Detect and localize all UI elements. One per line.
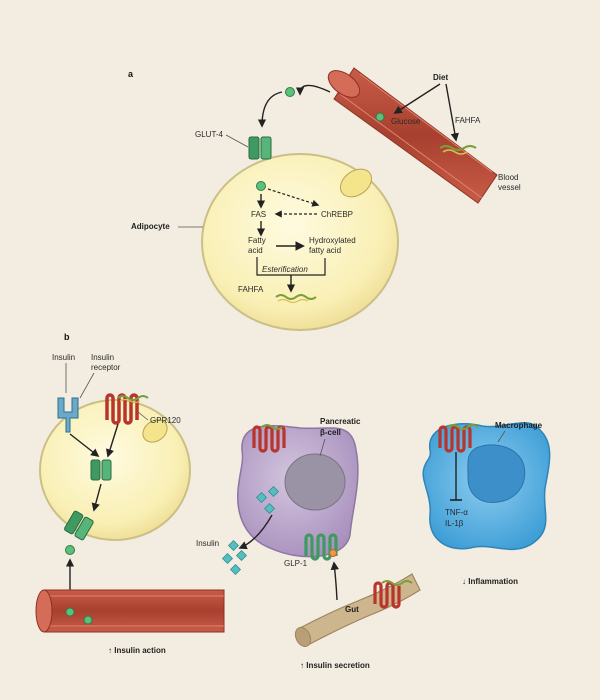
- insulin-secreted-label: Insulin: [196, 539, 219, 548]
- gpr120-label: GPR120: [150, 416, 181, 425]
- gut-to-glp1-arrow: [330, 561, 339, 601]
- fahfa-squiggle-adipocyte: [275, 294, 317, 300]
- fas-label: FAS: [251, 210, 266, 219]
- chrebp-label: ChREBP: [321, 210, 353, 219]
- gut-label: Gut: [345, 605, 359, 614]
- adipocyte-cell-b: [39, 399, 191, 541]
- glucose-molecule-outside: [285, 87, 295, 97]
- fahfa-label: FAHFA: [238, 285, 264, 294]
- acid-label: acid: [248, 246, 263, 255]
- esterification-label: Esterification: [262, 265, 308, 274]
- glut4-transporter-b: [64, 510, 94, 541]
- insulin-secretion-label: ↑ Insulin secretion: [300, 661, 370, 670]
- il1b-label: IL-1β: [445, 519, 464, 528]
- insulin-label: Insulin: [52, 353, 75, 362]
- inflammation-label: ↓ Inflammation: [462, 577, 518, 586]
- blood-vessel-b: [35, 589, 225, 633]
- glucose-to-chrebp-arrow: [267, 188, 320, 207]
- glucose-to-glut4-arrow: [257, 91, 283, 128]
- diet-to-fahfa-arrow: [445, 83, 459, 142]
- adipocyte-cell-a: [201, 153, 399, 331]
- hydroxylated-label: Hydroxylated: [309, 236, 356, 245]
- glucose-molecule-vessel: [375, 112, 385, 122]
- panel-b-letter: b: [64, 332, 70, 342]
- glut4-transporter-a: [248, 136, 272, 160]
- gut-tube: [294, 573, 421, 648]
- blood-label: Blood: [498, 173, 518, 182]
- insulin-receptor-label-1: Insulin: [91, 353, 114, 362]
- glucose-molecule-inside: [256, 181, 266, 191]
- macrophage-label: Macrophage: [495, 421, 543, 430]
- tnf-label: TNF-α: [445, 508, 468, 517]
- glucose-label: Glucose: [391, 117, 421, 126]
- pancreatic-beta-cell: [236, 425, 359, 558]
- insulin-receptor: [57, 397, 79, 433]
- diet-label: Diet: [433, 73, 448, 82]
- insulin-granules-inside: [255, 485, 280, 515]
- macrophage-cell: [422, 421, 551, 551]
- gpr120-receptor-gut: [373, 581, 401, 609]
- vessel-label: vessel: [498, 183, 521, 192]
- beta-cell-label: β-cell: [320, 428, 341, 437]
- glut4-vesicle: [90, 459, 112, 481]
- glp1-receptor: [304, 533, 338, 561]
- blood-vessel-a: [327, 67, 498, 204]
- adipocyte-label: Adipocyte: [131, 222, 170, 231]
- glut4-label: GLUT-4: [195, 130, 224, 139]
- pancreatic-label: Pancreatic: [320, 417, 361, 426]
- glucose-molecule-b: [65, 545, 75, 555]
- panel-a-letter: a: [128, 69, 134, 79]
- diet-to-glucose-arrow: [393, 83, 441, 114]
- fatty-label: Fatty: [248, 236, 266, 245]
- fahfa-vessel-label: FAHFA: [455, 116, 481, 125]
- insulin-action-label: ↑ Insulin action: [108, 646, 166, 655]
- vessel-to-glucose-arrow: [295, 84, 331, 96]
- insulin-granules-released: [221, 539, 248, 576]
- insulin-release-arrow: [238, 514, 273, 550]
- hydroxylated-fatty-acid-label: fatty acid: [309, 246, 341, 255]
- glp1-label: GLP-1: [284, 559, 308, 568]
- insulin-receptor-label-2: receptor: [91, 363, 121, 372]
- fahfa-squiggle-vessel: [439, 145, 477, 151]
